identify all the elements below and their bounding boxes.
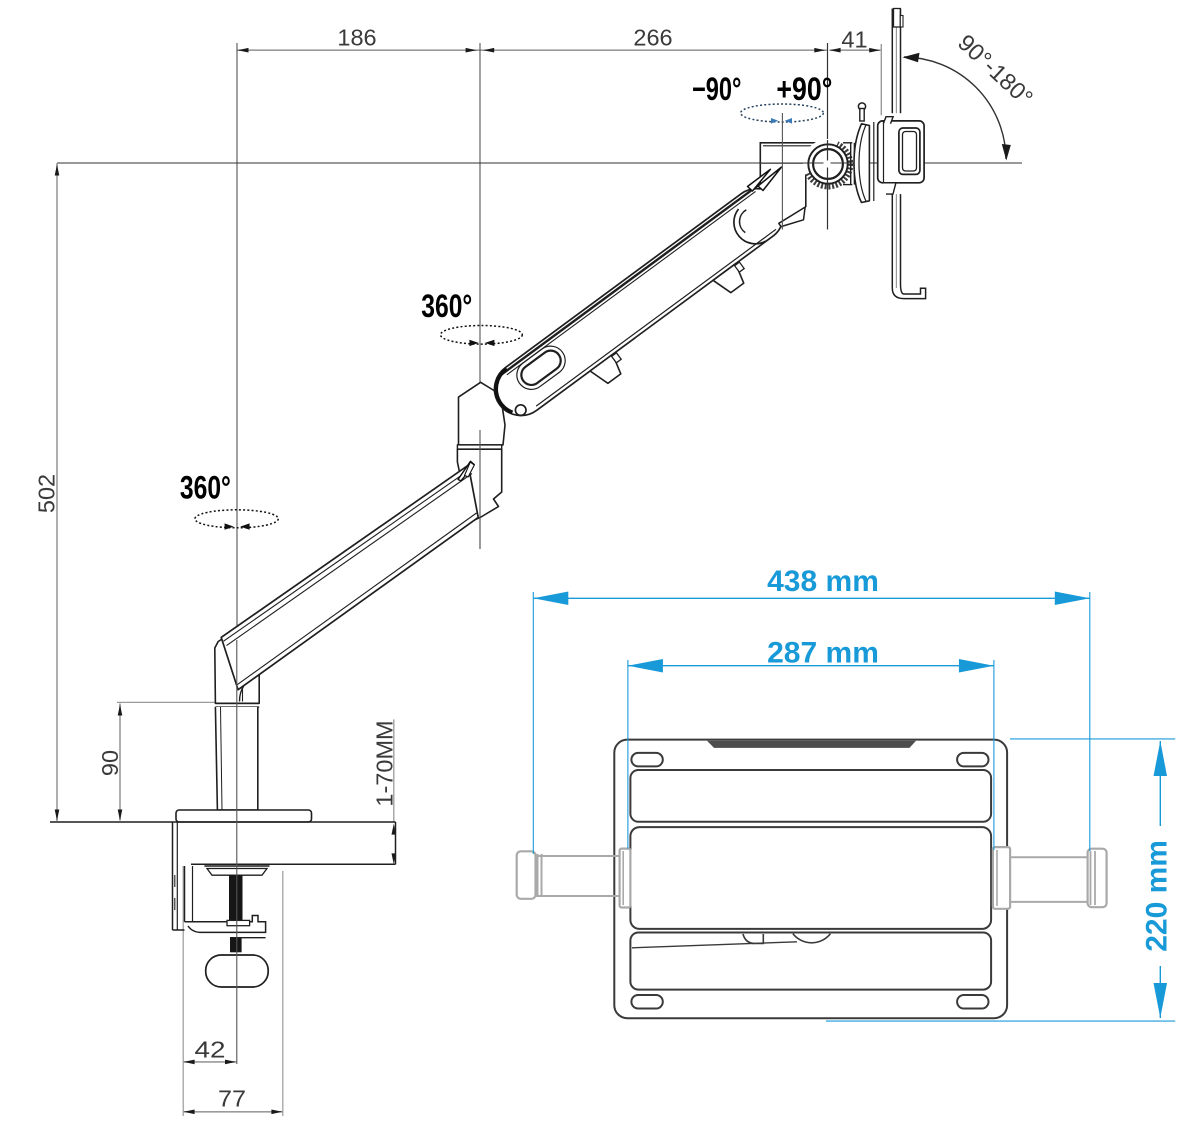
svg-text:266: 266 <box>633 25 672 51</box>
svg-text:41: 41 <box>841 27 867 53</box>
svg-text:360°: 360° <box>421 288 472 324</box>
svg-text:90: 90 <box>97 750 123 776</box>
svg-text:42: 42 <box>195 1037 226 1063</box>
svg-text:+90°: +90° <box>776 71 832 107</box>
svg-text:287 mm: 287 mm <box>767 637 879 670</box>
svg-text:360°: 360° <box>180 470 231 506</box>
svg-text:502: 502 <box>34 474 60 513</box>
svg-text:220 mm: 220 mm <box>1141 840 1174 952</box>
svg-text:438 mm: 438 mm <box>767 565 879 598</box>
svg-text:77: 77 <box>218 1086 246 1112</box>
svg-text:186: 186 <box>337 25 376 51</box>
svg-text:1-70MM: 1-70MM <box>372 720 398 806</box>
svg-text:−90°: −90° <box>692 71 742 107</box>
